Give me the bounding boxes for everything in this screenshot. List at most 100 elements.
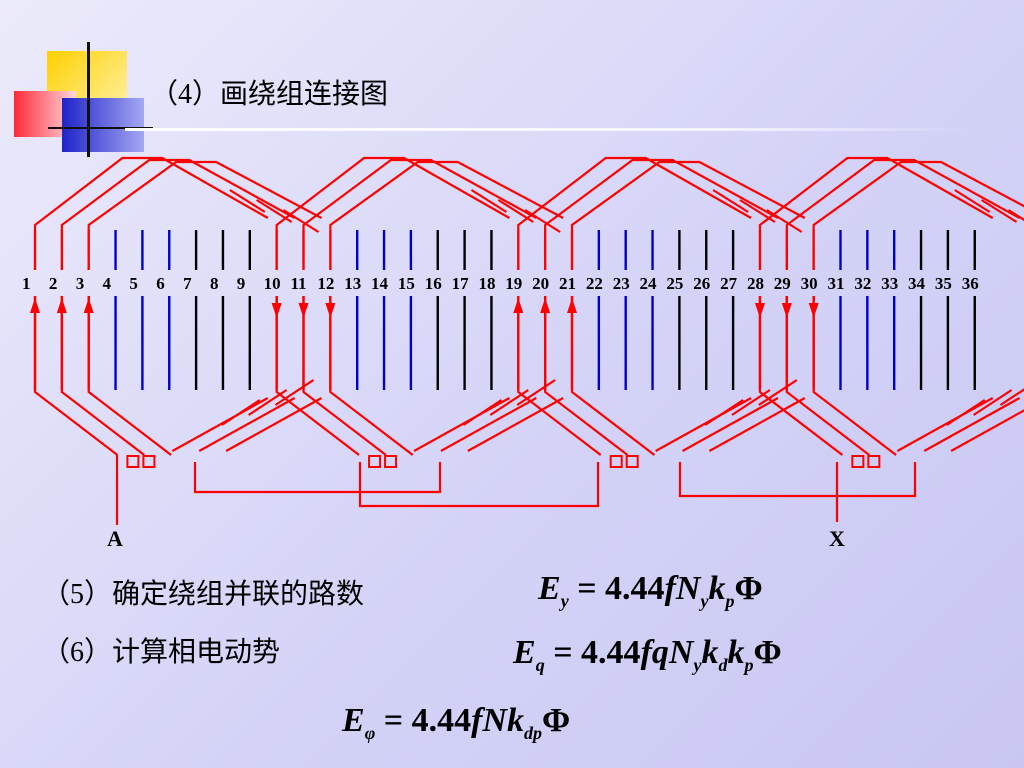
coil-outline	[544, 158, 779, 456]
slot-number-label: 20	[532, 274, 549, 293]
coil-outline	[517, 156, 752, 456]
slot-number-label: 30	[801, 274, 818, 293]
coil-end-segment	[712, 189, 749, 213]
coil-end-segment	[470, 189, 508, 213]
f2-t1: fqN	[640, 634, 694, 671]
slot-number-label: 8	[210, 274, 219, 293]
step-6-text: （6）计算相电动势	[42, 637, 281, 668]
arrow-up-icon	[30, 298, 40, 313]
f2-eq: = 4.44	[544, 634, 641, 671]
group-terminal-box	[625, 455, 639, 468]
coil-end-segment	[462, 399, 503, 426]
coil-end-segment	[1007, 209, 1024, 222]
group-terminal-box	[368, 455, 382, 468]
f3-t1: fNk	[471, 702, 524, 739]
f2-s1: y	[693, 654, 702, 675]
coil-outline	[302, 158, 537, 456]
arrow-down-icon	[781, 303, 792, 318]
arrow-up-icon	[567, 298, 577, 313]
coil-end-segment	[516, 379, 556, 406]
f1-t1: fN	[664, 570, 701, 607]
coil-end-segment	[282, 209, 320, 233]
slot-conductors	[33, 230, 976, 390]
slot-number-label: 6	[156, 274, 165, 293]
title-underline	[125, 128, 973, 131]
f2-t3: k	[727, 634, 745, 671]
formula-phase-emf: Eφ = 4.44fNkdpΦ	[342, 702, 570, 744]
coil-end-segment	[524, 209, 561, 233]
group-terminal-box	[609, 455, 623, 468]
group-terminal-box	[384, 455, 398, 468]
slot-number-label: 3	[76, 274, 85, 293]
connection-wire	[358, 462, 600, 508]
page-title: （4）画绕组连接图	[150, 79, 389, 110]
coil-end-segment	[981, 199, 1018, 223]
slot-number-label: 26	[693, 274, 710, 293]
coil-end-segment	[999, 388, 1024, 406]
f3-lhs: E	[342, 702, 365, 739]
connection-wire	[193, 462, 442, 494]
slot-number-label: 33	[881, 274, 898, 293]
coil-outline	[60, 158, 296, 456]
f1-s2: p	[725, 590, 735, 611]
f1-lhs: E	[538, 570, 561, 607]
slot-number-label: 31	[828, 274, 845, 293]
terminal-label-x: X	[829, 526, 845, 551]
slot-number-label: 29	[774, 274, 791, 293]
f1-lhs-sub: y	[560, 590, 569, 611]
logo-vertical-line	[87, 42, 90, 157]
group-terminal-box	[126, 455, 140, 468]
arrow-down-icon	[808, 303, 819, 318]
step-5-text: （5）确定绕组并联的路数	[42, 579, 365, 610]
slot-number-label: 14	[371, 274, 389, 293]
arrow-down-icon	[298, 303, 309, 318]
slot-number-label: 25	[666, 274, 683, 293]
slot-number-label: 18	[478, 274, 495, 293]
coil-outline	[758, 156, 994, 456]
slot-number-label: 7	[183, 274, 192, 293]
arrow-down-icon	[325, 303, 336, 318]
connection-wire	[678, 462, 917, 498]
formula-group-emf: Eq = 4.44fqNykdkpΦ	[513, 634, 782, 676]
arrow-up-icon	[56, 298, 67, 313]
slot-number-label: 1	[22, 274, 31, 293]
slot-number-label: 9	[237, 274, 246, 293]
slot-number-label: 11	[291, 274, 307, 293]
f1-s1: y	[700, 590, 709, 611]
current-direction-arrows	[30, 296, 819, 340]
f2-lhs-sub: q	[535, 654, 545, 675]
coil-end-segment	[274, 379, 315, 406]
arrow-up-icon	[83, 298, 94, 313]
f3-eq: = 4.44	[375, 702, 472, 739]
coil-outline	[275, 156, 510, 456]
f3-lhs-sub: φ	[364, 722, 376, 743]
f3-tail: Φ	[541, 702, 571, 739]
coil-end-segment	[221, 399, 261, 426]
slot-number-label: 12	[317, 274, 334, 293]
slot-number-label: 22	[586, 274, 603, 293]
logo-horizontal-line	[48, 127, 153, 129]
group-terminal-box	[867, 455, 881, 468]
f3-s1: dp	[523, 722, 542, 743]
f2-s3: p	[744, 654, 754, 675]
group-terminal-box	[142, 455, 156, 468]
coil-outline	[329, 160, 564, 456]
slot-number-label: 13	[344, 274, 361, 293]
f1-eq: = 4.44	[568, 570, 665, 607]
group-terminal-box	[851, 455, 865, 468]
f1-t2: k	[708, 570, 726, 607]
coil-end-segment	[704, 399, 744, 426]
f2-lhs: E	[513, 634, 536, 671]
coil-end-segment	[766, 209, 803, 233]
slot-number-label: 34	[908, 274, 926, 293]
slot-number-label: 16	[425, 274, 442, 293]
slot-number-label: 10	[264, 274, 281, 293]
arrow-up-icon	[540, 298, 551, 313]
arrow-up-icon	[513, 298, 524, 313]
terminal-label-a: A	[107, 526, 123, 551]
f1-tail: Φ	[734, 570, 763, 607]
coil-outline	[87, 160, 323, 456]
coil-groups	[33, 156, 1024, 456]
coil-end-segment	[758, 379, 798, 406]
